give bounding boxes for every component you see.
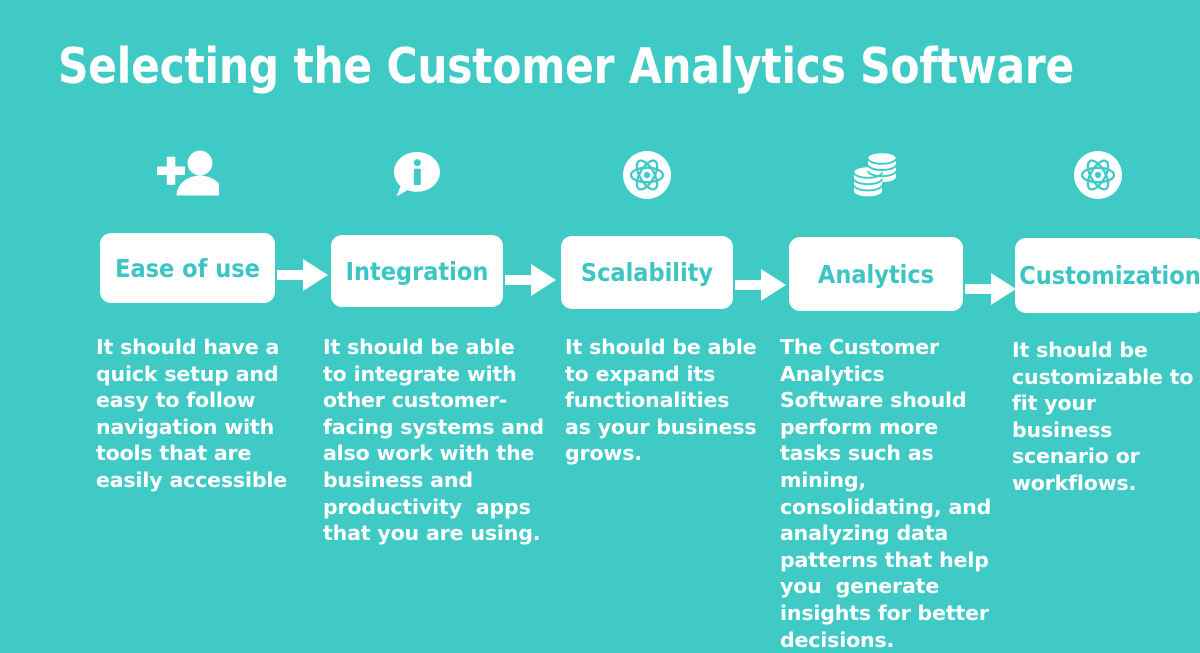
arrow-3-icon <box>735 268 787 302</box>
step-card-label: Customization <box>1019 261 1200 290</box>
step-card-label: Scalability <box>580 258 714 287</box>
step-card-scalability[interactable]: Scalability <box>561 236 733 309</box>
arrow-2-icon <box>505 263 557 297</box>
arrow-4-icon <box>965 272 1017 306</box>
step-card-label: Ease of use <box>115 253 260 283</box>
person-add-icon <box>100 140 275 210</box>
process-flow-row: Ease of use Integration <box>0 140 1200 320</box>
step-description-ease-of-use: It should have a quick setup and easy to… <box>96 335 288 492</box>
step-card-analytics[interactable]: Analytics <box>789 237 963 311</box>
page-title: Selecting the Customer Analytics Softwar… <box>58 38 1075 95</box>
step-card-customization[interactable]: Customization <box>1015 238 1200 313</box>
step-description-customization: It should be customizable to fit your bu… <box>1012 338 1200 495</box>
atom-circle-icon <box>1015 140 1180 210</box>
step-card-ease-of-use[interactable]: Ease of use <box>100 233 275 303</box>
step-description-integration: It should be able to integrate with othe… <box>323 335 551 546</box>
atom-circle-icon <box>561 140 733 210</box>
arrow-1-icon <box>277 258 329 292</box>
database-stack-icon <box>789 140 963 210</box>
step-card-label: Integration <box>345 256 489 286</box>
step-description-scalability: It should be able to expand its function… <box>565 335 764 466</box>
info-speech-bubble-icon <box>331 140 503 210</box>
step-card-label: Analytics <box>817 259 935 289</box>
step-description-analytics: The Customer Analytics Software should p… <box>780 335 999 652</box>
step-card-integration[interactable]: Integration <box>331 235 503 307</box>
